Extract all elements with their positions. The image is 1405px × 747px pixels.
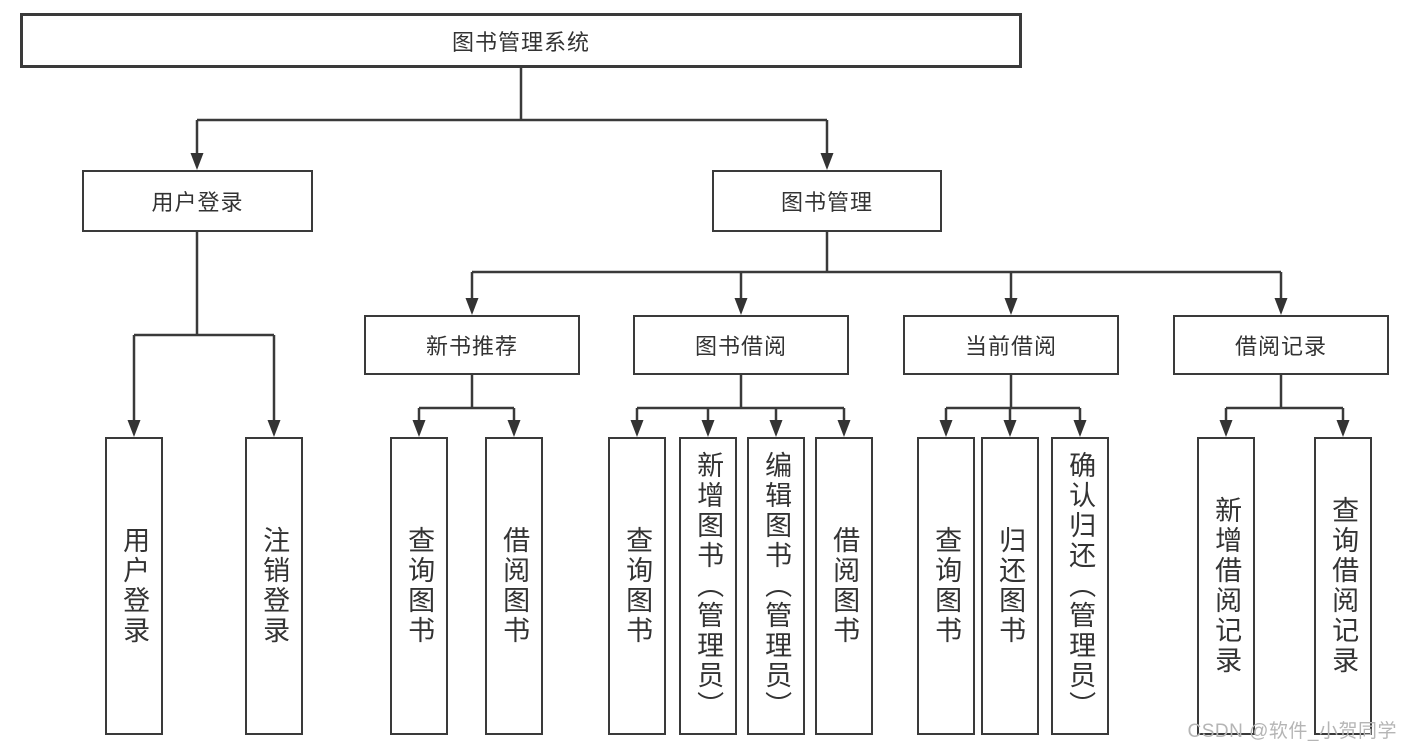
leaf-borrow-books: 借阅图书 (815, 437, 873, 735)
node-label: 用户登录 (119, 526, 150, 646)
leaf-borrow-books-recommend: 借阅图书 (485, 437, 543, 735)
connector-new-book-to-leaves (417, 375, 516, 423)
node-label: 借阅图书 (499, 526, 530, 646)
connector-book-management-to-level3 (470, 232, 1283, 301)
arrowhead (630, 420, 644, 437)
leaf-add-borrow-record: 新增借阅记录 (1197, 437, 1255, 735)
arrowhead (267, 420, 281, 437)
leaf-query-books-borrow: 查询图书 (608, 437, 666, 735)
arrowhead (1219, 420, 1233, 437)
node-label: 查询图书 (622, 526, 653, 646)
node-borrow-records: 借阅记录 (1173, 315, 1389, 375)
node-label: 查询借阅记录 (1328, 496, 1359, 676)
leaf-add-books-admin: 新增图书（管理员） (679, 437, 737, 735)
arrowhead (734, 298, 748, 315)
node-user-login: 用户登录 (82, 170, 313, 232)
node-label: 归还图书 (995, 526, 1026, 646)
node-label: 当前借阅 (964, 334, 1057, 359)
arrowhead (1004, 298, 1018, 315)
node-label: 新增借阅记录 (1211, 496, 1242, 676)
node-label: 确认归还（管理员） (1065, 451, 1096, 721)
node-label: 借阅记录 (1234, 334, 1327, 359)
node-label: 新书推荐 (425, 334, 518, 359)
watermark: CSDN @软件_小贺同学 (1187, 721, 1397, 742)
arrowhead (837, 420, 851, 437)
arrowhead (190, 153, 204, 170)
arrowhead (939, 420, 953, 437)
node-label: 图书管理系统 (451, 29, 590, 55)
arrowhead (412, 420, 426, 437)
arrowhead (1003, 420, 1017, 437)
leaf-confirm-return-admin: 确认归还（管理员） (1051, 437, 1109, 735)
arrowhead (820, 153, 834, 170)
arrowhead (1336, 420, 1350, 437)
arrowhead (769, 420, 783, 437)
node-new-book-recommend: 新书推荐 (364, 315, 580, 375)
connector-root-to-level2 (195, 68, 829, 156)
node-label: 用户登录 (151, 190, 244, 215)
leaf-logout: 注销登录 (245, 437, 303, 735)
arrowhead (1073, 420, 1087, 437)
node-label: 编辑图书（管理员） (761, 451, 792, 721)
leaf-return-books: 归还图书 (981, 437, 1039, 735)
arrowhead (127, 420, 141, 437)
connector-current-borrow-to-leaves (944, 375, 1082, 423)
arrowhead (701, 420, 715, 437)
leaf-query-borrow-record: 查询借阅记录 (1314, 437, 1372, 735)
node-book-borrow: 图书借阅 (633, 315, 849, 375)
node-book-management: 图书管理 (712, 170, 942, 232)
node-label: 注销登录 (259, 526, 290, 646)
connector-user-login-to-leaves (132, 232, 276, 423)
node-current-borrow: 当前借阅 (903, 315, 1119, 375)
leaf-edit-books-admin: 编辑图书（管理员） (747, 437, 805, 735)
arrowhead (507, 420, 521, 437)
arrowhead (465, 298, 479, 315)
node-label: 图书管理 (780, 190, 873, 215)
node-label: 借阅图书 (829, 526, 860, 646)
node-label: 查询图书 (931, 526, 962, 646)
node-label: 图书借阅 (694, 334, 787, 359)
arrowhead (1274, 298, 1288, 315)
node-label: 新增图书（管理员） (693, 451, 724, 721)
connector-borrow-records-to-leaves (1224, 375, 1345, 423)
connector-book-borrow-to-leaves (635, 375, 846, 423)
node-root-system: 图书管理系统 (20, 13, 1022, 68)
leaf-query-books-recommend: 查询图书 (390, 437, 448, 735)
leaf-query-books-current: 查询图书 (917, 437, 975, 735)
leaf-user-login: 用户登录 (105, 437, 163, 735)
node-label: 查询图书 (404, 526, 435, 646)
